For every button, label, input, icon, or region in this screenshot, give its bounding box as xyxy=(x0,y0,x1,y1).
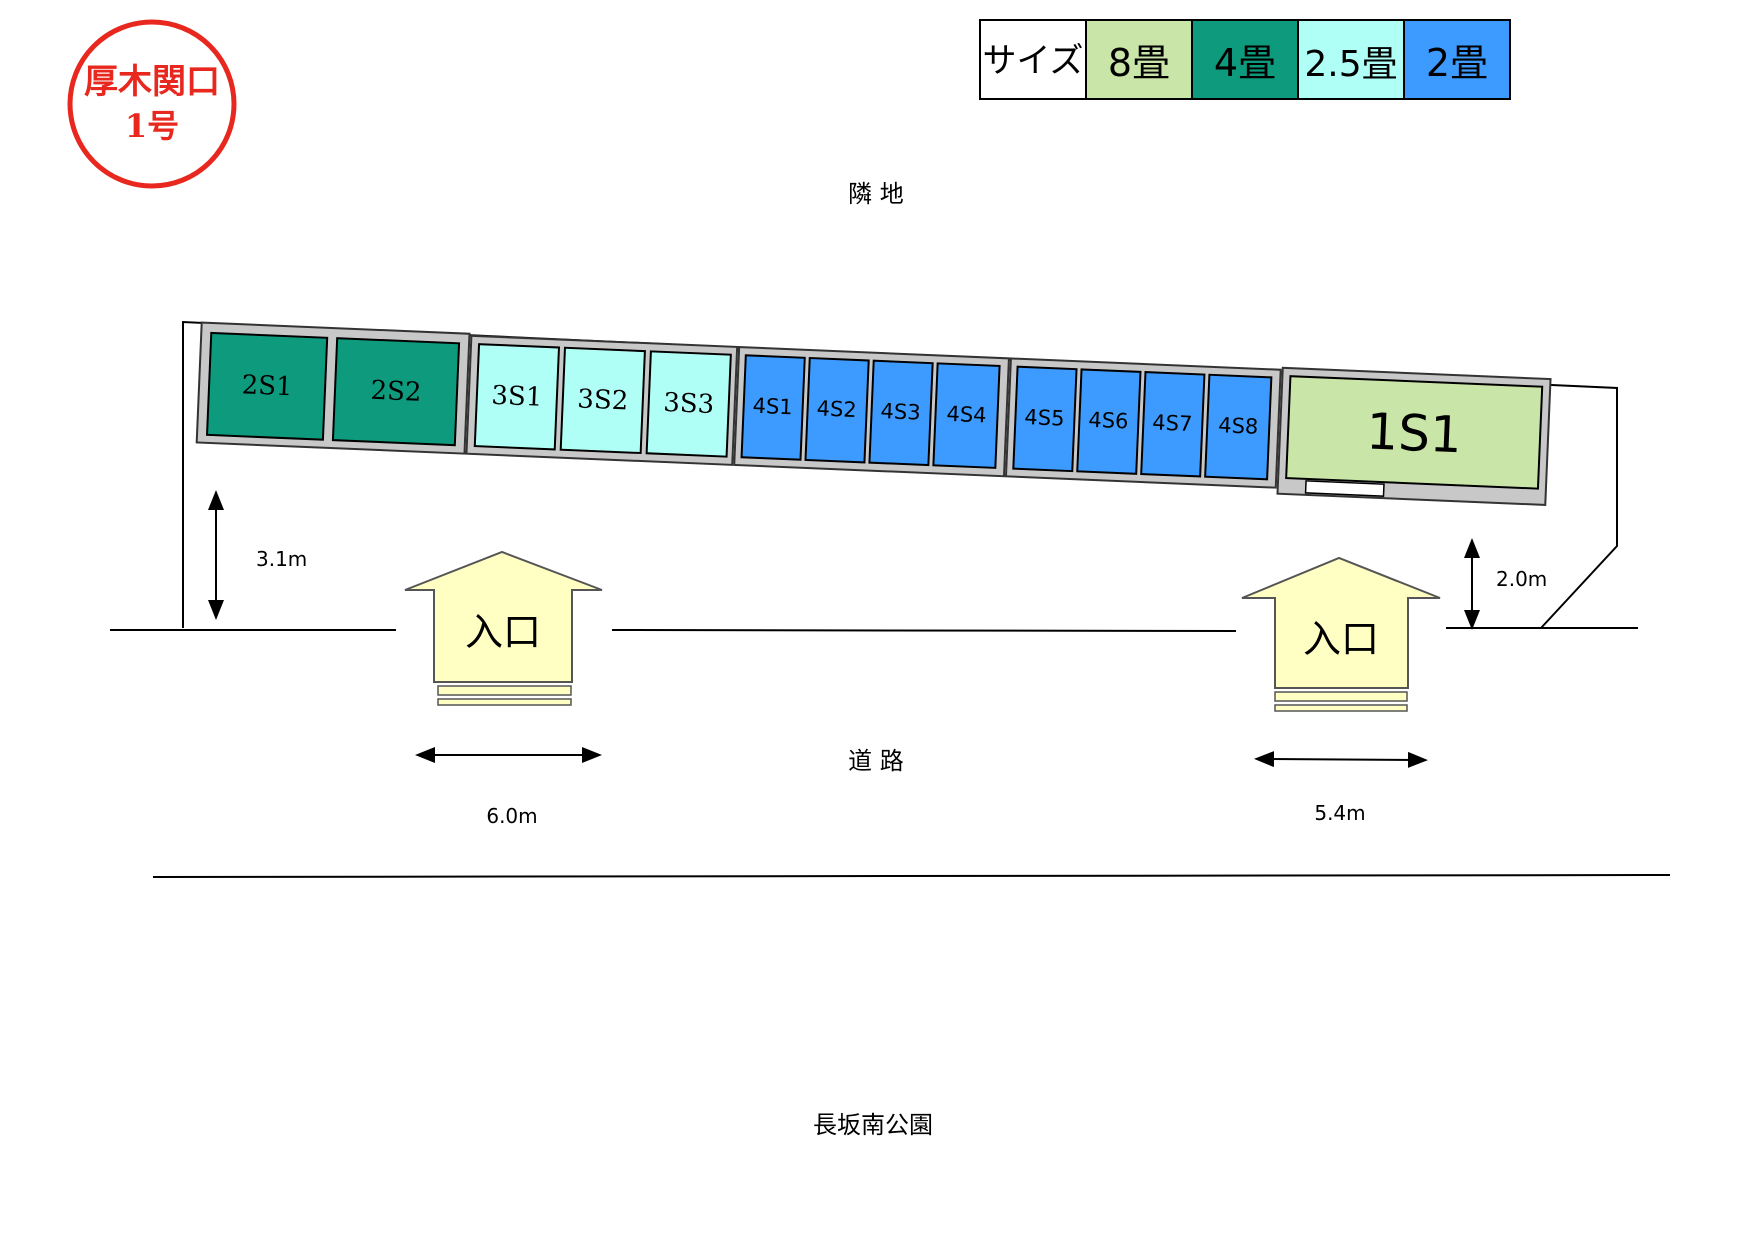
entrance-left-threshold2 xyxy=(437,698,572,706)
setback-left-label: 3.1m xyxy=(256,547,307,571)
unit-3S2[interactable] xyxy=(559,346,646,455)
unit-label-3S1: 3S1 xyxy=(491,381,543,413)
entrance-left-width-dimension: 6.0m xyxy=(415,747,602,828)
legend-item-8jo: 8畳 xyxy=(1108,41,1170,85)
unit-2S2[interactable] xyxy=(331,337,461,447)
container-row: 2S1 2S2 3S1 3S2 3S3 4S1 4S2 4S3 4S4 4S5 … xyxy=(195,321,1552,506)
unit-label-1S1: 1S1 xyxy=(1365,402,1463,464)
unit-label-4S1: 4S1 xyxy=(752,394,793,420)
unit-1S1[interactable] xyxy=(1285,375,1544,490)
setback-left-dimension: 3.1m xyxy=(208,490,307,620)
unit-4S2[interactable] xyxy=(804,356,870,464)
entrance-right-threshold xyxy=(1274,691,1408,702)
site-badge-line2: 1号 xyxy=(125,107,179,145)
legend-item-2-5jo: 2.5畳 xyxy=(1304,44,1397,85)
size-legend: サイズ 8畳 4畳 2.5畳 2畳 xyxy=(979,19,1511,100)
setback-right-dimension: 2.0m xyxy=(1464,538,1547,630)
unit-4S3[interactable] xyxy=(868,359,934,467)
entrance-right-threshold2 xyxy=(1274,704,1408,712)
entrance-right-label: 入口 xyxy=(1303,617,1379,661)
setback-right-label: 2.0m xyxy=(1496,567,1547,591)
site-boundary xyxy=(182,320,1618,629)
legend-item-4jo: 4畳 xyxy=(1214,41,1276,85)
unit-4S4[interactable] xyxy=(932,362,1001,469)
unit-label-4S3: 4S3 xyxy=(880,399,921,425)
legend-item-2jo: 2畳 xyxy=(1426,41,1488,85)
unit-4S8[interactable] xyxy=(1204,373,1273,481)
unit-3S3[interactable] xyxy=(645,350,732,458)
entrance-right-width-label: 5.4m xyxy=(1314,801,1365,825)
unit-label-2S2: 2S2 xyxy=(370,376,422,408)
unit-label-4S5: 4S5 xyxy=(1024,405,1065,431)
legend-header: サイズ xyxy=(983,41,1084,81)
neighbor-land-label: 隣 地 xyxy=(848,180,904,208)
unit-label-4S4: 4S4 xyxy=(946,402,987,428)
unit-2S1[interactable] xyxy=(205,331,329,441)
unit-4S6[interactable] xyxy=(1076,368,1142,475)
site-badge-line1: 厚木関口 xyxy=(84,62,220,102)
park-label: 長坂南公園 xyxy=(813,1111,933,1139)
unit-label-3S2: 3S2 xyxy=(577,384,629,416)
road-far-edge xyxy=(152,874,1671,878)
unit-4S5[interactable] xyxy=(1012,365,1078,473)
unit-label-4S7: 4S7 xyxy=(1152,410,1193,436)
unit-label-4S6: 4S6 xyxy=(1088,408,1129,434)
unit-1S1-step xyxy=(1304,480,1385,497)
entrance-right: 入口 xyxy=(1241,556,1441,712)
unit-3S1[interactable] xyxy=(473,343,561,451)
entrance-left-width-label: 6.0m xyxy=(486,804,537,828)
unit-label-4S8: 4S8 xyxy=(1218,413,1259,439)
unit-label-4S2: 4S2 xyxy=(816,396,857,422)
entrance-right-width-dimension: 5.4m xyxy=(1254,751,1428,825)
road-label: 道 路 xyxy=(848,747,904,775)
entrance-left-threshold xyxy=(437,685,572,696)
unit-4S7[interactable] xyxy=(1140,371,1206,478)
entrance-left: 入口 xyxy=(404,550,603,706)
unit-4S1[interactable] xyxy=(740,354,806,461)
unit-label-2S1: 2S1 xyxy=(241,370,293,402)
entrance-left-label: 入口 xyxy=(465,610,541,654)
site-badge: 厚木関口 1号 xyxy=(67,19,237,189)
unit-label-3S3: 3S3 xyxy=(663,388,715,420)
